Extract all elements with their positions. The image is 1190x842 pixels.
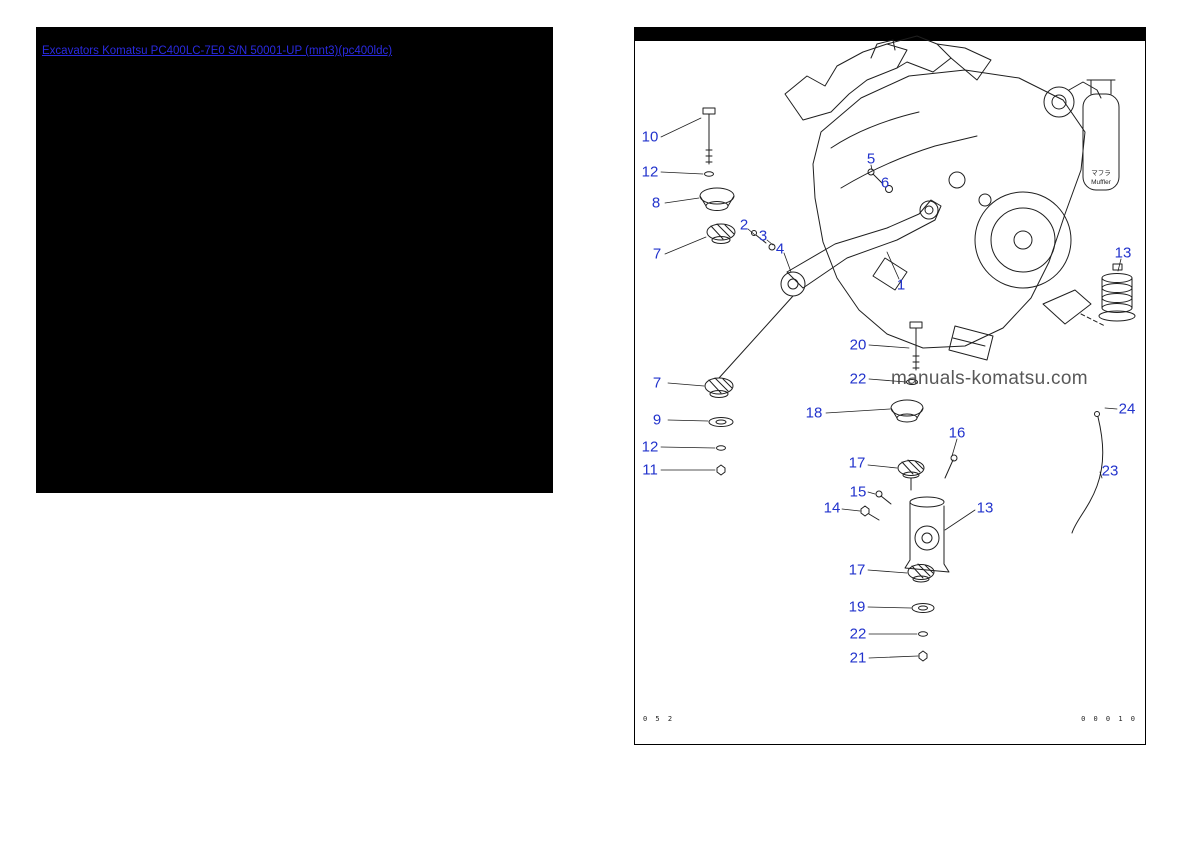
bolt-10 (702, 107, 716, 165)
callout-7: 7 (652, 374, 662, 392)
cushion-8 (699, 187, 735, 211)
callout-12: 12 (641, 163, 659, 181)
callout-22: 22 (849, 625, 867, 643)
callout-4: 4 (775, 240, 785, 258)
panel-top-bar (635, 28, 1145, 41)
callout-22: 22 (849, 370, 867, 388)
callout-18: 18 (805, 404, 823, 422)
callout-21: 21 (849, 649, 867, 667)
muffler-label: マフラ Muffler (1091, 169, 1112, 186)
callout-16: 16 (948, 424, 966, 442)
center-mount-stack (860, 321, 958, 662)
rod-23-bolt-24 (1071, 411, 1104, 534)
callout-14: 14 (823, 499, 841, 517)
callout-12: 12 (641, 438, 659, 456)
cushion-7-upper (706, 223, 736, 244)
page-number-left: 0 5 2 (643, 715, 675, 723)
callout-23: 23 (1101, 462, 1119, 480)
engine-outline (784, 35, 1106, 361)
callout-20: 20 (849, 336, 867, 354)
muffler-label-en: Muffler (1091, 179, 1112, 186)
right-mount-13 (1098, 263, 1136, 322)
callout-15: 15 (849, 483, 867, 501)
watermark: manuals-komatsu.com (891, 368, 1088, 389)
leader-lines (660, 117, 1122, 659)
callout-6: 6 (880, 174, 890, 192)
muffler-label-jp: マフラ (1091, 169, 1111, 177)
manual-title-link[interactable]: Excavators Komatsu PC400LC-7E0 S/N 50001… (42, 45, 393, 57)
left-black-panel: Excavators Komatsu PC400LC-7E0 S/N 50001… (36, 27, 553, 493)
callout-3: 3 (758, 227, 768, 245)
callout-19: 19 (848, 598, 866, 616)
callout-10: 10 (641, 128, 659, 146)
page-number-right: 0 0 0 1 0 (1081, 715, 1137, 723)
bolt-5-washer-6 (867, 168, 893, 193)
washer-12-upper (704, 171, 714, 177)
callout-1: 1 (896, 276, 906, 294)
left-lower-mount-stack (704, 295, 794, 476)
callout-13: 13 (1114, 244, 1132, 262)
callout-7: 7 (652, 245, 662, 263)
callout-24: 24 (1118, 400, 1136, 418)
parts-diagram: マフラ Muffler (660, 35, 1136, 662)
callout-17: 17 (848, 561, 866, 579)
muffler (1082, 79, 1120, 191)
callout-9: 9 (652, 411, 662, 429)
callout-17: 17 (848, 454, 866, 472)
callout-2: 2 (739, 216, 749, 234)
callout-5: 5 (866, 150, 876, 168)
callout-13: 13 (976, 499, 994, 517)
callout-8: 8 (651, 194, 661, 212)
callout-11: 11 (642, 461, 658, 479)
